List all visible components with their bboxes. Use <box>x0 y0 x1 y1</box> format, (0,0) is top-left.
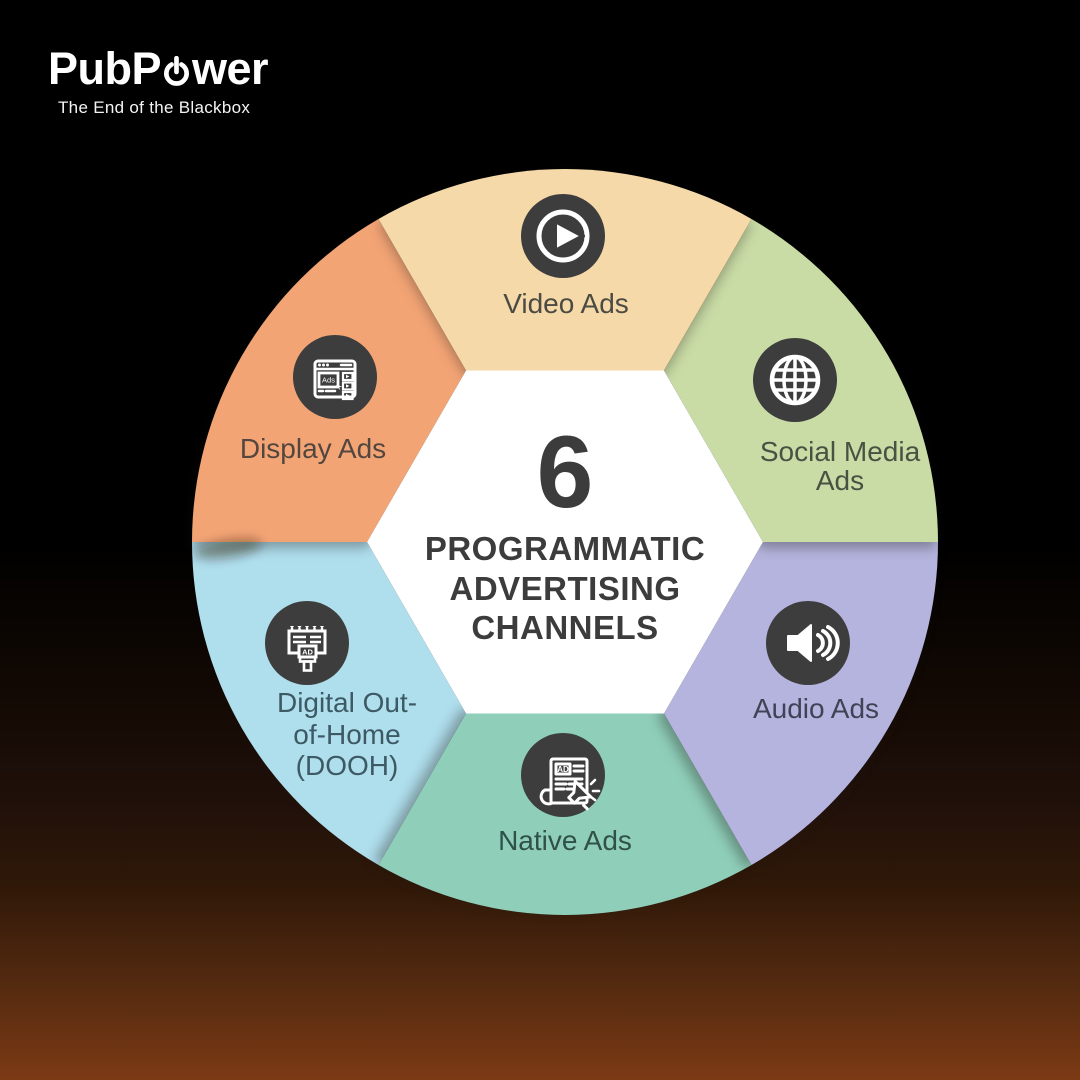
label-display-ads: Display Ads <box>239 433 387 464</box>
label-native-ads: Native Ads <box>498 825 632 856</box>
browser-ads-icon: Ads <box>293 335 377 419</box>
power-button-icon <box>162 50 191 86</box>
center-hexagon <box>367 370 763 714</box>
channel-count: 6 <box>536 415 594 529</box>
label-video-ads: Video Ads <box>503 288 629 319</box>
brand-tagline: The End of the Blackbox <box>58 98 251 117</box>
pubpower-logo: PubP wer The End of the Blackbox <box>48 43 269 118</box>
center-title: PROGRAMMATIC ADVERTISING CHANNELS <box>424 530 706 646</box>
fold-shadow <box>194 538 262 560</box>
globe-icon <box>753 338 837 422</box>
play-icon <box>521 194 605 278</box>
segment-audio <box>664 542 938 865</box>
label-dooh: Digital Out- of-Home (DOOH) <box>276 687 418 781</box>
browser-icon-ads-text: Ads <box>322 376 335 385</box>
brand-name: PubP wer <box>48 43 269 94</box>
billboard-icon: AD <box>265 601 349 685</box>
newspaper-ad-icon: AD <box>521 733 605 817</box>
brand-prefix: PubP <box>48 43 162 94</box>
label-social-media-ads: Social Media Ads <box>759 436 921 496</box>
native-icon-ad-text: AD <box>557 765 569 774</box>
center-panel-text: 6 PROGRAMMATIC ADVERTISING CHANNELS <box>424 415 706 648</box>
billboard-icon-ad-text: AD <box>302 648 313 657</box>
brand-suffix: wer <box>192 43 269 94</box>
speaker-icon <box>766 601 850 685</box>
segment-dooh <box>192 542 466 865</box>
label-audio-ads: Audio Ads <box>752 693 880 724</box>
